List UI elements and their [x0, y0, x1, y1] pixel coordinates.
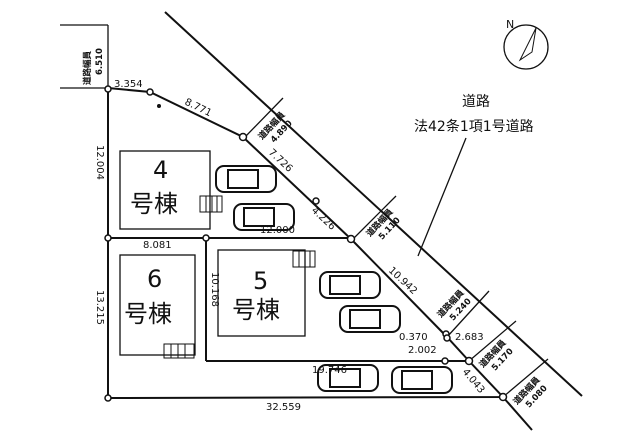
- road-edge-line: [164, 11, 583, 397]
- dim-top-left: 3.354: [114, 79, 143, 90]
- building-4-label: 号棟: [130, 190, 178, 218]
- compass-label: N: [506, 18, 514, 31]
- road-pointer-line: [417, 137, 467, 257]
- dim-lot5-height: 10.168: [209, 272, 220, 307]
- building-4: [119, 150, 211, 230]
- building-5-number: 5: [253, 267, 268, 295]
- svg-text:6.510: 6.510: [95, 48, 105, 75]
- entrance-steps-icon: [163, 195, 316, 359]
- dim-driveway: 12.000: [260, 225, 295, 236]
- compass-icon: N: [503, 18, 549, 70]
- building-6-number: 6: [147, 265, 162, 293]
- road-width-label-6510: 道路幅員 6.510: [82, 48, 105, 85]
- dim-mid-horizontal: 8.081: [143, 240, 172, 251]
- dim-small-1: 0.370: [399, 332, 428, 343]
- building-6: [119, 254, 196, 356]
- dim-left-upper: 12.004: [94, 145, 105, 180]
- dim-bottom: 32.559: [266, 402, 301, 413]
- building-5: [217, 249, 306, 337]
- road-width-line: [351, 195, 397, 241]
- road-width-line: [244, 97, 284, 138]
- road-width-line: [446, 290, 490, 338]
- dim-diag-4: 4.043: [460, 367, 487, 396]
- building-4-number: 4: [153, 156, 168, 184]
- boundary-markers: [104, 85, 508, 402]
- road-width-line: [502, 358, 549, 398]
- svg-text:道路幅員: 道路幅員: [82, 50, 93, 85]
- dim-small-3: 2.002: [408, 345, 437, 356]
- building-5-label: 号棟: [232, 296, 280, 324]
- road-width-line: [468, 320, 517, 362]
- lot-boundary-ext: [502, 396, 533, 431]
- dim-bottom-inner: 19.746: [312, 365, 347, 376]
- parking-cars-icon: [215, 165, 453, 394]
- road-title: 道路: [462, 94, 490, 110]
- dim-left-lower: 13.215: [94, 290, 105, 325]
- road-subtitle: 法42条1項1号道路: [414, 118, 534, 135]
- dim-small-2: 2.683: [455, 332, 484, 343]
- building-6-label: 号棟: [124, 300, 172, 328]
- dim-diag-2: 4.226: [309, 205, 337, 233]
